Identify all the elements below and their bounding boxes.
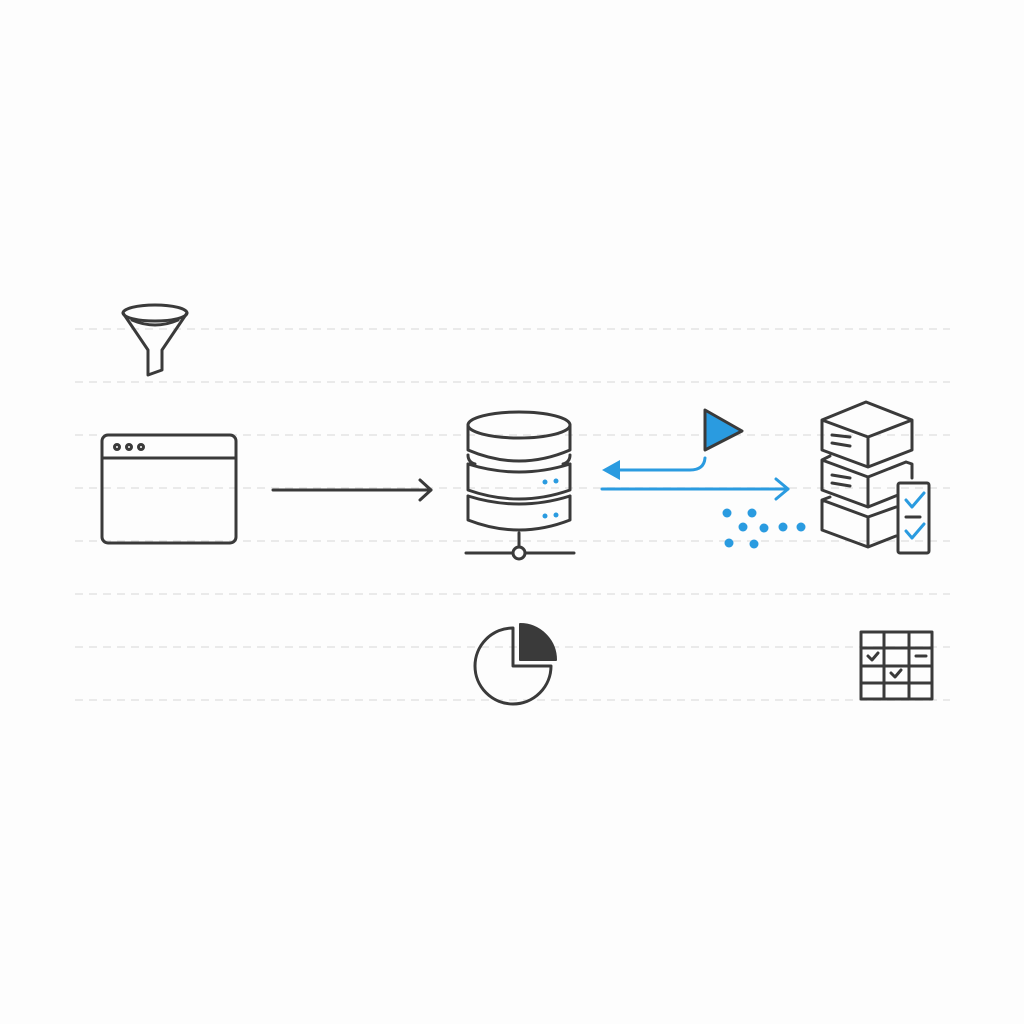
arrow-right-blue-icon [600,477,790,501]
stacked-boxes-icon [820,400,914,549]
data-dot [738,522,748,532]
pie-chart-icon [473,623,557,706]
data-dot [749,539,759,549]
data-dots-icon [722,508,806,549]
checklist-icon [896,481,931,555]
flag-icon [703,408,744,452]
funnel-icon [121,303,189,377]
data-dot [759,523,769,533]
data-dot [722,508,732,518]
arrow-right-icon [271,478,433,502]
database-server-icon [464,410,576,561]
arrow-left-icon [602,456,707,480]
browser-window-icon [100,433,238,545]
data-dot [778,522,788,532]
data-dot [747,508,757,518]
data-dot [724,538,734,548]
grid-checklist-icon [859,630,934,701]
data-dot [796,522,806,532]
